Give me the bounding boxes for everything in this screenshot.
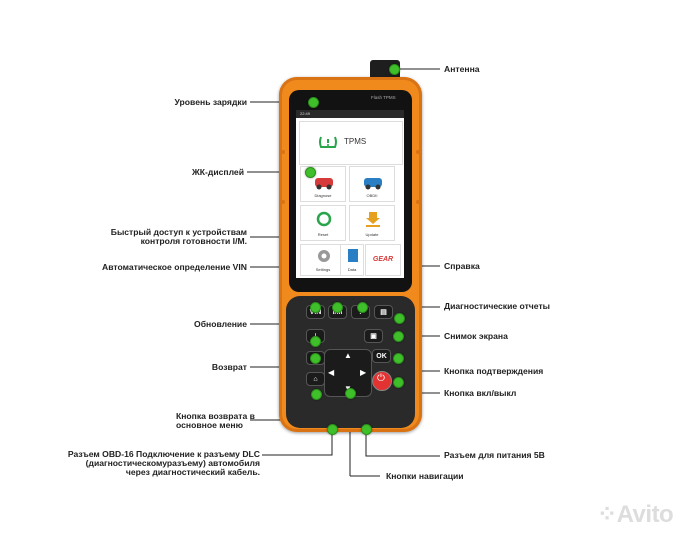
power-icon: ⏻ — [377, 373, 385, 384]
callout-dot — [310, 336, 321, 347]
label-obd-3: через диагностический кабель. — [125, 467, 260, 477]
callout-dot — [327, 424, 338, 435]
tile-reset[interactable]: Reset — [300, 205, 346, 241]
callout-dot — [345, 388, 356, 399]
label-screenshot: Снимок экрана — [444, 331, 508, 341]
label-lcd: ЖК-дисплей — [192, 167, 244, 177]
callout-dot — [389, 64, 400, 75]
home-key[interactable]: ⌂ — [306, 372, 325, 386]
status-bar: 22:49 — [296, 110, 404, 118]
tpms-tile[interactable]: TPMS — [299, 121, 403, 165]
power-button[interactable]: ⏻ — [372, 371, 392, 391]
tile-label: OBDII — [366, 193, 378, 198]
ok-key-label: OK — [376, 353, 387, 360]
grip — [416, 200, 422, 204]
callout-dot — [310, 302, 321, 313]
grip — [279, 150, 285, 154]
gear-logo: GEAR — [372, 256, 394, 263]
label-quick-access-1: Быстрый доступ к устройствам — [110, 227, 247, 237]
label-quick-access-2: контроля готовности I/M. — [140, 236, 247, 246]
right-arrow-icon[interactable]: ▶ — [360, 368, 367, 377]
callout-dot — [305, 167, 316, 178]
label-diag-reports: Диагностические отчеты — [444, 301, 550, 311]
watermark-text: Avito — [616, 501, 674, 528]
callout-dot — [308, 97, 319, 108]
car-icon — [364, 178, 382, 190]
tile-label: Diagnose — [314, 193, 332, 198]
label-navigation: Кнопки навигации — [386, 471, 464, 481]
grip — [279, 200, 285, 204]
tile-data[interactable]: Data — [340, 244, 364, 276]
label-power-port: Разъем для питания 5В — [444, 450, 545, 460]
tpms-label: TPMS — [344, 137, 367, 146]
report-key[interactable]: ▤ — [374, 305, 393, 319]
home-icon: ⌂ — [313, 376, 318, 383]
callout-dot — [393, 377, 404, 388]
callout-dot — [357, 302, 368, 313]
callout-dot — [332, 302, 343, 313]
label-help: Справка — [444, 261, 480, 271]
watermark-dots: ⁘ — [597, 501, 617, 528]
tile-settings[interactable]: Settings — [300, 244, 346, 276]
avito-watermark: ⁘Avito — [597, 500, 674, 529]
label-battery-level: Уровень зарядки — [174, 97, 247, 107]
diagnose-icon — [315, 178, 333, 190]
label-update: Обновление — [194, 319, 247, 329]
label-back: Возврат — [211, 362, 247, 372]
grip — [416, 150, 422, 154]
callout-dot — [393, 331, 404, 342]
up-arrow-icon[interactable]: ▲ — [344, 351, 352, 360]
tile-label: Update — [365, 232, 379, 237]
callout-dot — [361, 424, 372, 435]
tile-label: Reset — [317, 232, 329, 237]
tile-label: Settings — [315, 267, 331, 272]
label-home-2: основное меню — [176, 420, 243, 430]
tpms-icon — [319, 136, 337, 148]
label-auto-vin: Автоматическое определение VIN — [102, 262, 247, 272]
label-obd-1: Разъем OBD-16 Подключение к разъему DLC — [67, 449, 260, 459]
callout-dot — [311, 389, 322, 400]
label-confirm: Кнопка подтверждения — [444, 366, 544, 376]
screenshot-icon: ▣ — [370, 333, 377, 340]
tile-update[interactable]: Update — [349, 205, 395, 241]
reset-icon — [316, 211, 332, 227]
report-icon: ▤ — [380, 309, 387, 316]
label-home-1: Кнопка возврата в — [176, 411, 255, 421]
label-obd-2: (диагностическомуразъему) автомобиля — [85, 458, 260, 468]
label-power: Кнопка вкл/выкл — [444, 388, 517, 398]
callout-dot — [394, 313, 405, 324]
status-time: 22:49 — [300, 111, 311, 116]
data-icon — [348, 249, 358, 262]
download-icon — [366, 212, 380, 227]
screenshot-key[interactable]: ▣ — [364, 329, 383, 343]
line-obd — [262, 428, 333, 456]
screen-header: Flash TPMS — [371, 95, 396, 100]
gear-icon — [318, 250, 330, 262]
tile-label: Data — [347, 267, 357, 272]
label-antenna: Антенна — [444, 64, 480, 74]
tile-gear[interactable]: GEAR — [365, 244, 401, 276]
callout-dot — [310, 353, 321, 364]
line-power-port — [365, 428, 440, 457]
left-arrow-icon[interactable]: ◀ — [328, 368, 335, 377]
tile-obdii[interactable]: OBDII — [349, 166, 395, 202]
callout-dot — [393, 353, 404, 364]
ok-key[interactable]: OK — [372, 349, 391, 363]
